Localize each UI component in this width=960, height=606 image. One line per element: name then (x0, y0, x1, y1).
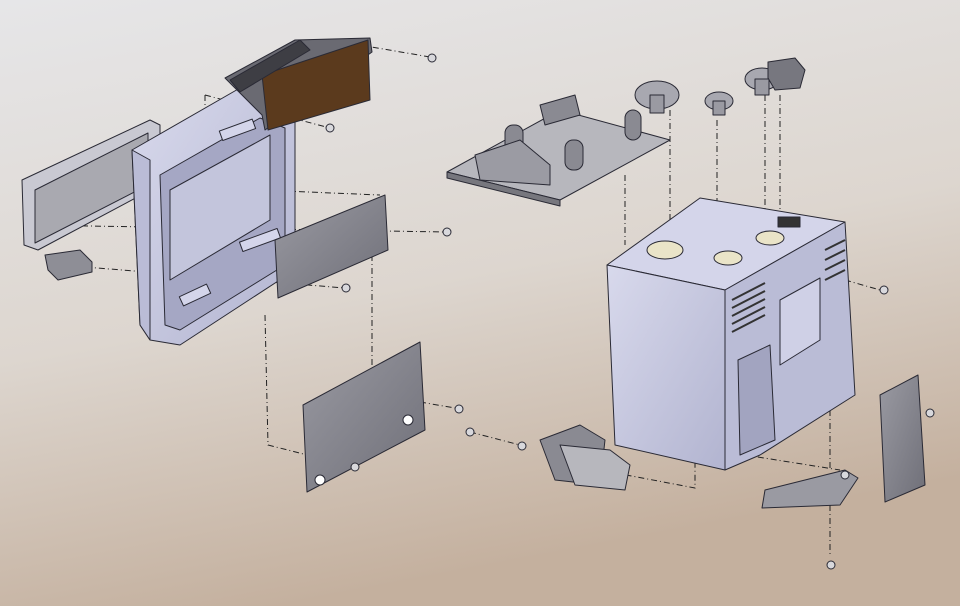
connector-opening (777, 216, 801, 228)
screw-icon (826, 560, 836, 570)
screw-icon (427, 53, 437, 63)
knob-opening (755, 230, 785, 246)
switch-button (44, 249, 93, 281)
screw-icon (350, 462, 360, 472)
side-cover (879, 374, 926, 503)
knob-opening (646, 240, 684, 260)
main-housing (606, 197, 856, 471)
connector-plug (767, 57, 806, 91)
standoff (178, 283, 212, 307)
screw-icon (840, 470, 850, 480)
capacitor (564, 139, 584, 171)
screws (325, 53, 935, 570)
power-switch-assembly (539, 424, 631, 491)
mount-hole (402, 414, 414, 426)
socket-opening (737, 344, 776, 456)
screw-icon (442, 227, 452, 237)
knob-small (704, 91, 734, 116)
rear-opening (779, 277, 821, 366)
bottom-cover (761, 469, 859, 509)
knob-opening (713, 250, 743, 266)
front-bezel (131, 87, 296, 346)
standoff (238, 227, 282, 253)
screw-icon (341, 283, 351, 293)
bottom-plate (302, 341, 426, 493)
display-pcb (224, 37, 373, 131)
mid-plate (274, 194, 389, 299)
vent-slots (731, 239, 846, 333)
main-pcb (446, 94, 671, 207)
screw-icon (454, 404, 464, 414)
screw-icon (879, 285, 889, 295)
screw-icon (465, 427, 475, 437)
screw-icon (925, 408, 935, 418)
knob-large (634, 80, 680, 114)
mount-hole (314, 474, 326, 486)
capacitor (624, 109, 642, 141)
screw-icon (517, 441, 527, 451)
screw-icon (325, 123, 335, 133)
standoff (218, 118, 257, 142)
